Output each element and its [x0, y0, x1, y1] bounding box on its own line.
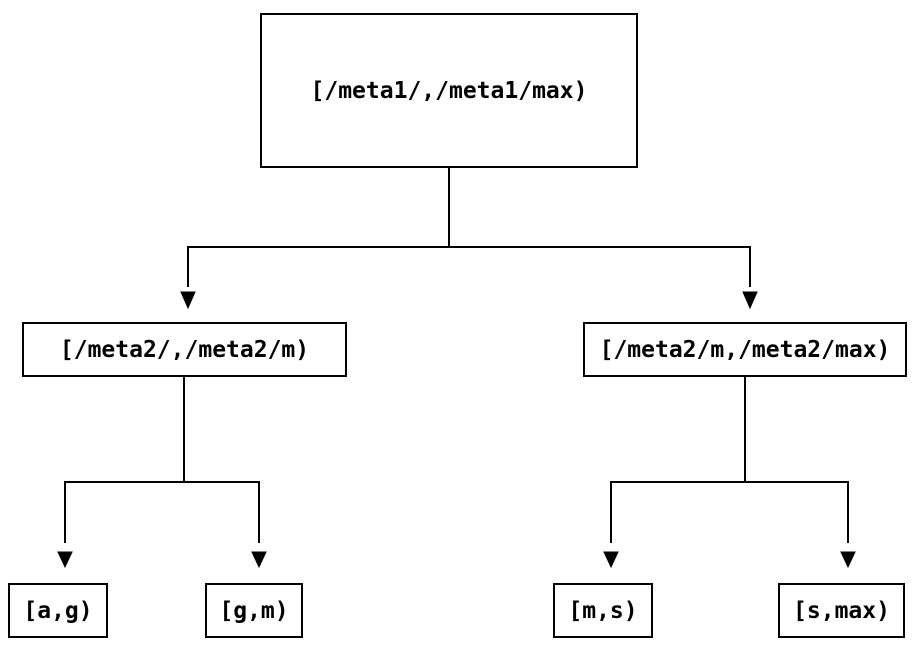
node-root: [/meta1/,/meta1/max)	[260, 13, 638, 168]
node-meta2-left: [/meta2/,/meta2/m)	[22, 322, 347, 377]
node-meta2-right: [/meta2/m,/meta2/max)	[583, 322, 907, 377]
edge-bracket-right	[610, 481, 849, 543]
node-leaf-m-s: [m,s)	[553, 583, 653, 638]
edge-bracket-left	[64, 481, 260, 543]
edge-root-to-meta2-nodes	[180, 168, 758, 310]
node-leaf-a-g: [a,g)	[8, 583, 108, 638]
node-leaf-g-m: [g,m)	[205, 583, 303, 638]
arrowhead-down-icon	[251, 551, 267, 569]
arrowhead-down-icon	[180, 291, 196, 310]
arrowhead-down-icon	[742, 291, 758, 310]
node-leaf-s-max: [s,max)	[778, 583, 905, 638]
arrowhead-down-icon	[603, 551, 619, 569]
arrowhead-down-icon	[840, 551, 856, 569]
edge-meta2-left-to-leaves	[57, 377, 267, 569]
edge-meta2-right-to-leaves	[603, 377, 856, 569]
edge-bracket-root	[187, 246, 751, 287]
arrowhead-down-icon	[57, 551, 73, 569]
